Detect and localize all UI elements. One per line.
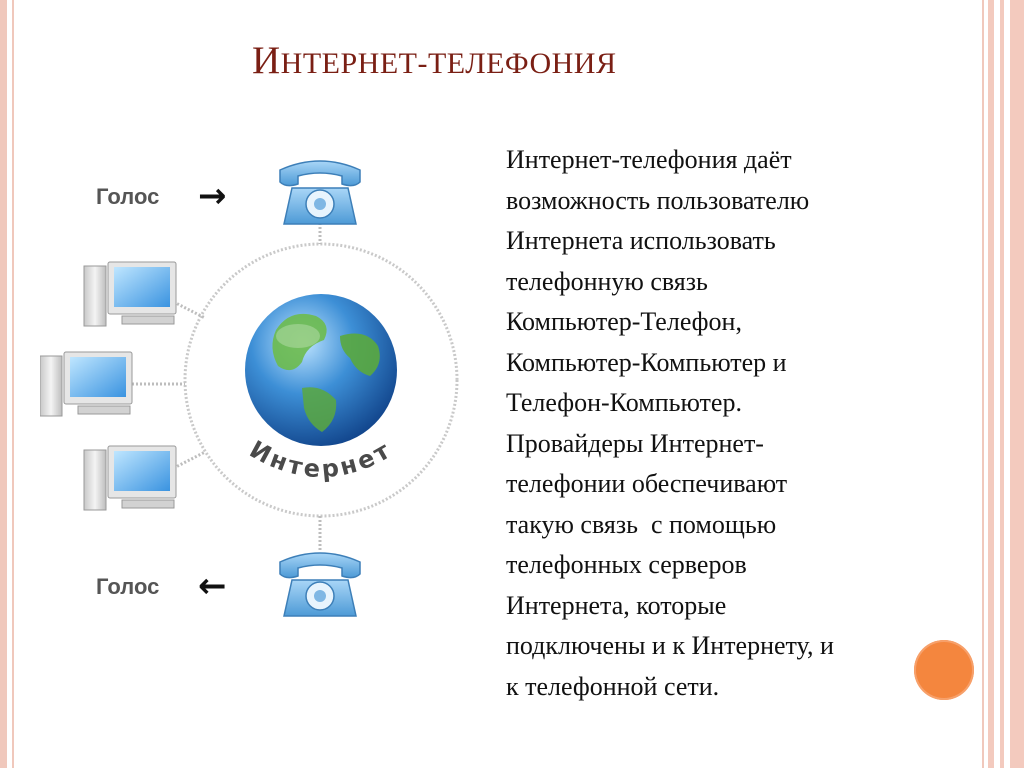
body-line: Компьютер-Компьютер и: [506, 343, 976, 384]
voice-out-label: Голос: [96, 574, 159, 600]
arrow-left-icon: ←: [198, 566, 227, 606]
body-line: Интернет-телефония даёт: [506, 140, 976, 181]
slide-body-text: Интернет-телефония даёт возможность поль…: [506, 140, 976, 707]
body-line: к телефонной сети.: [506, 667, 976, 708]
telephone-icon: [280, 161, 360, 224]
body-line: возможность пользователю: [506, 181, 976, 222]
right-border-strip: [988, 0, 994, 768]
computer-icon: [84, 446, 176, 510]
body-line: телефонии обеспечивают: [506, 464, 976, 505]
arrow-right-icon: →: [198, 176, 227, 216]
diagram-svg: Интернет: [40, 140, 460, 640]
voice-in-label: Голос: [96, 184, 159, 210]
body-line: Интернета использовать: [506, 221, 976, 262]
body-line: Компьютер-Телефон,: [506, 302, 976, 343]
slide-title: ИНТЕРНЕТ-ТЕЛЕФОНИЯ: [252, 38, 616, 83]
right-border-strip-3: [1010, 0, 1024, 768]
telephone-icon: [280, 553, 360, 616]
body-line: телефонных серверов: [506, 545, 976, 586]
globe-icon: [245, 294, 397, 446]
computer-icon: [40, 352, 132, 416]
body-line: подключены и к Интернету, и: [506, 626, 976, 667]
title-rest: НТЕРНЕТ-ТЕЛЕФОНИЯ: [281, 47, 617, 80]
right-border-strip-2: [1000, 0, 1004, 768]
body-line: Телефон-Компьютер.: [506, 383, 976, 424]
computer-icon: [84, 262, 176, 326]
body-line: Интернета, которые: [506, 586, 976, 627]
body-line: Провайдеры Интернет-: [506, 424, 976, 465]
title-first-letter: И: [252, 39, 281, 82]
internet-telephony-diagram: Интернет Голос → Голос ←: [40, 140, 460, 640]
body-line: такую связь с помощью: [506, 505, 976, 546]
body-line: телефонную связь: [506, 262, 976, 303]
decorative-circle: [914, 640, 974, 700]
